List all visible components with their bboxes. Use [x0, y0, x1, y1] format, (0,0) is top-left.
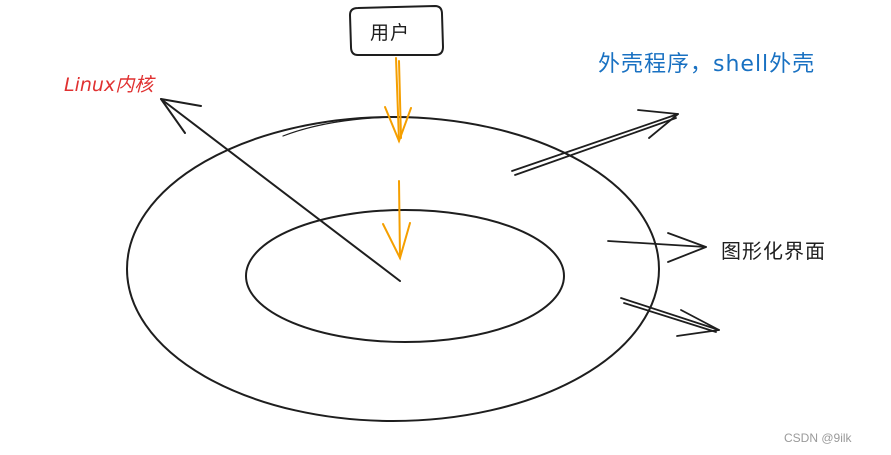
- shell-pointer-arrow: [511, 109, 679, 176]
- outer-ellipse-shell: [126, 116, 660, 422]
- shell-to-kernel-arrow: [382, 180, 411, 261]
- linux-kernel-label: Linux内核: [64, 74, 154, 96]
- inner-ellipse-kernel: [245, 209, 565, 343]
- user-to-shell-arrow: [384, 57, 412, 144]
- user-box: [349, 5, 444, 56]
- gui-pointer-arrow: [607, 232, 707, 263]
- lower-pointer-arrow: [620, 297, 720, 337]
- gui-label: 图形化界面: [721, 239, 826, 263]
- user-label: 用户: [370, 22, 411, 44]
- watermark: CSDN @9ilk: [784, 431, 852, 445]
- shell-label: 外壳程序，shell外壳: [598, 52, 816, 77]
- kernel-pointer-arrow: [160, 98, 401, 282]
